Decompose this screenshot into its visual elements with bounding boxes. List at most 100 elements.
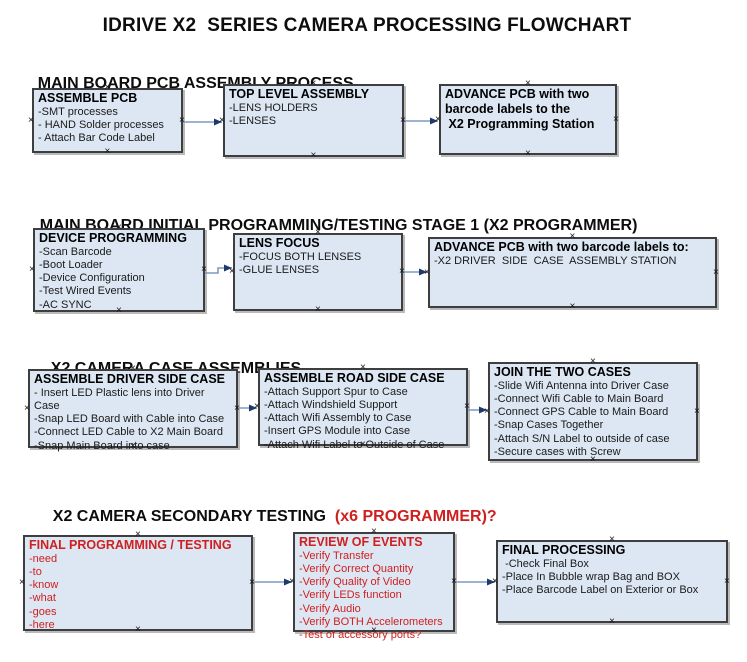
right-connection-point-icon: × <box>400 114 406 126</box>
flow-box-device-programming: DEVICE PROGRAMMING -Scan Barcode -Boot L… <box>33 228 205 312</box>
box-item: -FOCUS BOTH LENSES <box>239 250 362 263</box>
bottom-connection-point-icon: × <box>360 439 366 450</box>
section-header-red-text: (x6 PROGRAMMER)? <box>334 508 497 525</box>
right-connection-point-icon: × <box>399 266 405 277</box>
right-connection-point-icon: × <box>694 405 700 417</box>
box-item: - Attach Bar Code Label <box>38 132 155 145</box>
section-header-secondary-testing: X2 CAMERA SECONDARY TESTING (x6 PROGRAMM… <box>35 490 497 544</box>
left-connection-point-icon: × <box>254 401 260 412</box>
box-item: -Place Barcode Label on Exterior or Box <box>502 584 699 597</box>
flow-box-lens-focus: LENS FOCUS -FOCUS BOTH LENSES -GLUE LENS… <box>233 233 403 311</box>
box-item: -Attach Support Spur to Case <box>264 385 408 398</box>
flow-box-final-processing: FINAL PROCESSING -Check Final Box -Place… <box>496 540 728 623</box>
top-connection-point-icon: × <box>130 363 136 374</box>
top-connection-point-icon: × <box>371 526 377 537</box>
bottom-connection-point-icon: × <box>525 148 531 159</box>
top-connection-point-icon: × <box>310 78 317 89</box>
box-item: -LENS HOLDERS <box>229 101 318 114</box>
box-item: -Verify Audio <box>299 602 361 615</box>
box-item: -Connect GPS Cable to Main Board <box>494 406 669 419</box>
box-item: -Check Final Box <box>502 557 589 570</box>
box-title: JOIN THE TWO CASES <box>494 365 631 379</box>
flow-box-assemble-pcb: ASSEMBLE PCB -SMT processes - HAND Solde… <box>32 88 183 153</box>
flow-box-top-level-assembly: TOP LEVEL ASSEMBLY -LENS HOLDERS -LENSES <box>223 84 404 157</box>
box-title: REVIEW OF EVENTS <box>299 535 423 549</box>
box-item: -know <box>29 579 59 592</box>
box-item: -Test Wired Events <box>39 285 132 298</box>
box-title: TOP LEVEL ASSEMBLY <box>229 87 370 101</box>
bottom-connection-point-icon: × <box>609 616 615 627</box>
bottom-connection-point-icon: × <box>371 625 377 636</box>
box-title: FINAL PROCESSING <box>502 543 626 557</box>
bottom-connection-point-icon: × <box>569 301 576 312</box>
box-item: -Verify BOTH Accelerometers <box>299 615 443 628</box>
box-item: -Scan Barcode <box>39 245 112 258</box>
box-item: -Verify Quality of Video <box>299 576 411 589</box>
top-connection-point-icon: × <box>315 227 321 238</box>
right-connection-point-icon: × <box>613 113 619 125</box>
left-connection-point-icon: × <box>219 114 225 126</box>
box-item: -Boot Loader <box>39 258 103 271</box>
box-item: -Secure cases with Screw <box>494 445 621 458</box>
top-connection-point-icon: × <box>609 534 615 545</box>
box-item: -Snap Cases Together <box>494 419 604 432</box>
left-connection-point-icon: × <box>289 576 295 587</box>
flow-box-assemble-road-side-case: ASSEMBLE ROAD SIDE CASE -Attach Support … <box>258 368 468 451</box>
bottom-connection-point-icon: × <box>104 146 111 157</box>
box-item: -Attach S/N Label to outside of case <box>494 432 670 445</box>
box-title: LENS FOCUS <box>239 236 320 250</box>
bottom-connection-point-icon: × <box>315 304 321 315</box>
right-connection-point-icon: × <box>234 402 240 414</box>
box-item: -Slide Wifi Antenna into Driver Case <box>494 379 669 392</box>
box-item: -here <box>29 618 55 631</box>
box-item: -to <box>29 565 42 578</box>
flow-box-join-two-cases: JOIN THE TWO CASES -Slide Wifi Antenna i… <box>488 362 698 461</box>
box-item: -what <box>29 592 56 605</box>
flow-box-assemble-driver-side-case: ASSEMBLE DRIVER SIDE CASE - Insert LED P… <box>28 369 238 452</box>
flow-box-advance-pcb-programming-station: ADVANCE PCB with two barcode labels to t… <box>439 84 617 155</box>
box-item: -SMT processes <box>38 105 118 118</box>
top-connection-point-icon: × <box>135 529 141 540</box>
right-connection-point-icon: × <box>201 264 207 275</box>
left-connection-point-icon: × <box>424 266 430 278</box>
right-connection-point-icon: × <box>451 576 457 587</box>
bottom-connection-point-icon: × <box>130 441 136 452</box>
bottom-connection-point-icon: × <box>116 305 122 316</box>
box-item: -Attach Wifi Assembly to Case <box>264 412 412 425</box>
flow-box-final-programming-testing: FINAL PROGRAMMING / TESTING -need -to -k… <box>23 535 253 631</box>
bottom-connection-point-icon: × <box>310 150 317 161</box>
top-connection-point-icon: × <box>590 356 596 367</box>
box-item: -goes <box>29 605 57 618</box>
box-item: -X2 DRIVER SIDE CASE ASSEMBLY STATION <box>434 254 677 267</box>
box-item: -Attach Windshield Support <box>264 398 398 411</box>
box-item: -LENSES <box>229 114 277 127</box>
left-connection-point-icon: × <box>19 577 25 588</box>
right-connection-point-icon: × <box>713 266 719 278</box>
box-item: -Place In Bubble wrap Bag and BOX <box>502 570 680 583</box>
box-item: -Device Configuration <box>39 272 145 285</box>
left-connection-point-icon: × <box>29 264 35 275</box>
box-item: - Insert LED Plastic lens into Driver Ca… <box>34 386 208 412</box>
box-item: -Verify Transfer <box>299 549 374 562</box>
page-title: IDRIVE X2 SERIES CAMERA PROCESSING FLOWC… <box>102 15 632 36</box>
box-item: -Attach Wifi Label to Outside of Case <box>264 438 445 451</box>
flow-connector <box>205 264 232 274</box>
box-title: ASSEMBLE PCB <box>38 91 138 105</box>
box-item: -Insert GPS Module into Case <box>264 425 411 438</box>
box-item: -Connect Wifi Cable to Main Board <box>494 392 664 405</box>
box-title: FINAL PROGRAMMING / TESTING <box>29 538 232 552</box>
flow-box-advance-pcb-driver-side: ADVANCE PCB with two barcode labels to: … <box>428 237 717 308</box>
right-connection-point-icon: × <box>724 575 730 587</box>
box-item: -Snap LED Board with Cable into Case <box>34 413 225 426</box>
box-item: -Connect LED Cable to X2 Main Board <box>34 426 223 439</box>
flow-box-review-of-events: REVIEW OF EVENTS -Verify Transfer -Verif… <box>293 532 455 641</box>
box-title: ADVANCE PCB with two barcode labels to: <box>434 240 689 254</box>
top-connection-point-icon: × <box>569 231 576 242</box>
box-item: -AC SYNC <box>39 298 92 311</box>
box-item: -Verify LEDs function <box>299 589 402 602</box>
left-connection-point-icon: × <box>28 114 34 126</box>
box-title: DEVICE PROGRAMMING <box>39 231 187 245</box>
box-item: -Snap Main Board into case <box>34 439 170 452</box>
